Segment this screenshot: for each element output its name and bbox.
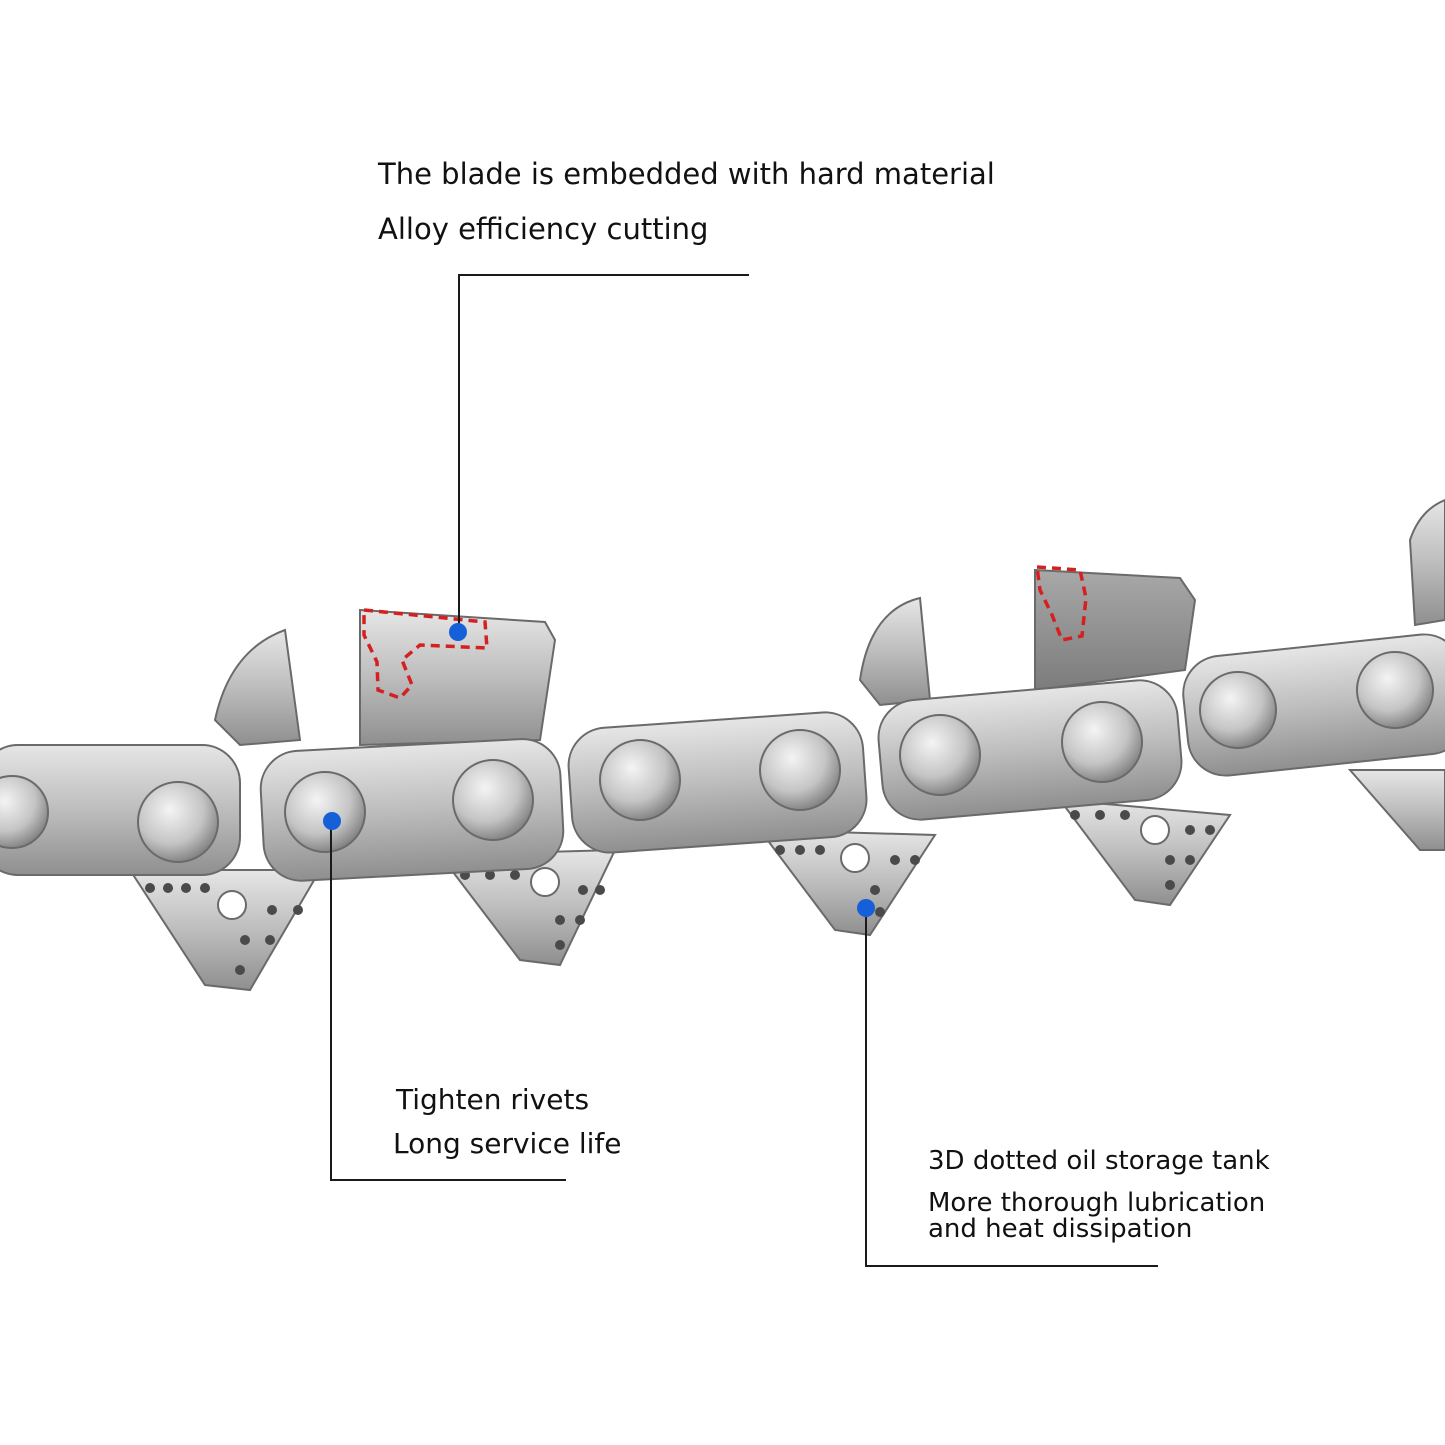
rivet xyxy=(1061,701,1143,783)
depth-gauge xyxy=(213,628,302,747)
oil-callout-title: 3D dotted oil storage tank xyxy=(928,1146,1270,1176)
drive-link-tooth xyxy=(1057,798,1232,907)
blade-callout-title: The blade is embedded with hard material xyxy=(378,157,995,191)
blade-marker-dot xyxy=(449,623,467,641)
oil-marker-dot xyxy=(857,899,875,917)
side-plates xyxy=(0,633,1445,882)
leader-lines xyxy=(330,274,1158,1267)
drive-link-tooth xyxy=(1347,769,1445,851)
oil-leader-line xyxy=(865,908,1158,1267)
callout-markers xyxy=(323,623,875,917)
depth-gauge xyxy=(858,596,932,707)
rivet-leader-line xyxy=(330,821,566,1181)
blade-leader-line xyxy=(458,274,749,631)
rivet xyxy=(1199,671,1277,749)
drive-link-tooth xyxy=(128,869,322,992)
oil-storage-dots xyxy=(145,810,1215,975)
rivet xyxy=(759,729,841,811)
rivet xyxy=(452,759,534,841)
blade-callout-subtitle: Alloy efficiency cutting xyxy=(378,212,709,246)
rivet xyxy=(137,781,219,863)
cutter-tooth xyxy=(1034,568,1197,692)
rivet xyxy=(0,775,49,849)
rivet xyxy=(599,739,681,821)
oil-callout-line-2: More thorough lubrication xyxy=(928,1188,1266,1218)
cutter-tooth xyxy=(359,608,557,747)
rivet-marker-dot xyxy=(323,812,341,830)
drive-link-tooth xyxy=(757,828,937,937)
carbide-outline xyxy=(362,608,489,701)
oil-holes xyxy=(217,815,1170,920)
carbide-outline xyxy=(1034,565,1088,643)
rivet xyxy=(1356,651,1434,729)
oil-callout-line-3: and heat dissipation xyxy=(928,1214,1193,1244)
rivet-callout-title: Tighten rivets xyxy=(396,1083,590,1116)
rivet xyxy=(284,771,366,853)
cutter-teeth xyxy=(213,498,1445,747)
rivets xyxy=(0,651,1434,863)
depth-gauge xyxy=(1408,498,1445,627)
rivet-callout-subtitle: Long service life xyxy=(393,1127,622,1160)
drive-links xyxy=(128,769,1445,992)
rivet xyxy=(899,714,981,796)
carbide-highlights xyxy=(362,565,1088,701)
